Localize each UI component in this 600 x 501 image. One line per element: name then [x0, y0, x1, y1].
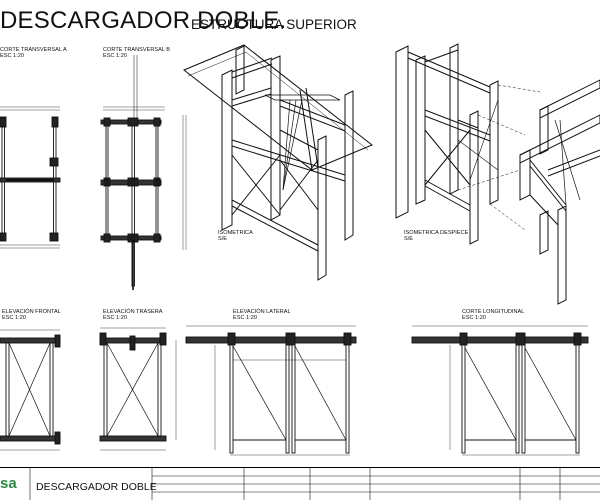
- label-corte-a: CORTE TRANSVERSAL A ESC 1:20: [0, 47, 67, 60]
- title-block: [0, 467, 600, 501]
- isometric-exploded: [395, 43, 600, 305]
- section-a-drawing: [0, 106, 61, 249]
- label-iso-text: ISOMETRICA: [218, 230, 253, 236]
- label-corte-a-text: CORTE TRANSVERSAL A: [0, 47, 67, 53]
- label-elev-frontal-text: ELEVACIÓN FRONTAL: [2, 309, 61, 315]
- label-elev-trasera-text: ELEVACIÓN TRASERA: [103, 309, 163, 315]
- rear-elevation: [99, 327, 177, 451]
- label-elev-lateral: ELEVACIÓN LATERAL ESC 1:20: [233, 309, 291, 322]
- label-corte-long-scale: ESC 1:20: [462, 315, 486, 322]
- label-iso-despiece-text: ISOMETRICA DESPIECE: [404, 230, 469, 236]
- label-iso-scale: S/E: [218, 236, 228, 243]
- label-elev-frontal-scale: ESC 1:20: [2, 315, 26, 322]
- label-corte-long-text: CORTE LONGITUDINAL: [462, 309, 525, 315]
- label-corte-b-text: CORTE TRANSVERSAL B: [103, 47, 171, 53]
- label-corte-long: CORTE LONGITUDINAL ESC 1:20: [462, 309, 524, 322]
- label-isometrica: ISOMETRICA S/E: [218, 230, 253, 243]
- section-b-drawing: [100, 55, 187, 290]
- front-elevation: [0, 329, 61, 451]
- label-elev-trasera: ELEVACIÓN TRASERA ESC 1:20: [103, 309, 162, 322]
- label-isometrica-despiece: ISOMETRICA DESPIECE S/E: [404, 230, 468, 243]
- title-block-grid: [29, 468, 600, 500]
- label-corte-b-scale: ESC 1:20: [103, 53, 127, 60]
- drawing-subtitle: ESTRUCTURA SUPERIOR: [191, 17, 357, 32]
- label-elev-lateral-scale: ESC 1:20: [233, 315, 257, 322]
- label-corte-b: CORTE TRANSVERSAL B ESC 1:20: [103, 47, 170, 60]
- label-elev-frontal: ELEVACIÓN FRONTAL ESC 1:20: [2, 309, 61, 322]
- title-block-drawing-name: DESCARGADOR DOBLE: [36, 481, 157, 493]
- company-logo: sa: [0, 475, 17, 492]
- label-iso-despiece-scale: S/E: [404, 236, 414, 243]
- longitudinal-section: [411, 325, 589, 456]
- drawing-title: DESCARGADOR DOBLE.: [0, 7, 287, 34]
- label-elev-trasera-scale: ESC 1:20: [103, 315, 127, 322]
- side-elevation: [185, 325, 357, 456]
- label-corte-a-scale: ESC 1:20: [0, 53, 24, 60]
- isometric-assembled: [183, 44, 373, 281]
- label-elev-lateral-text: ELEVACIÓN LATERAL: [233, 309, 291, 315]
